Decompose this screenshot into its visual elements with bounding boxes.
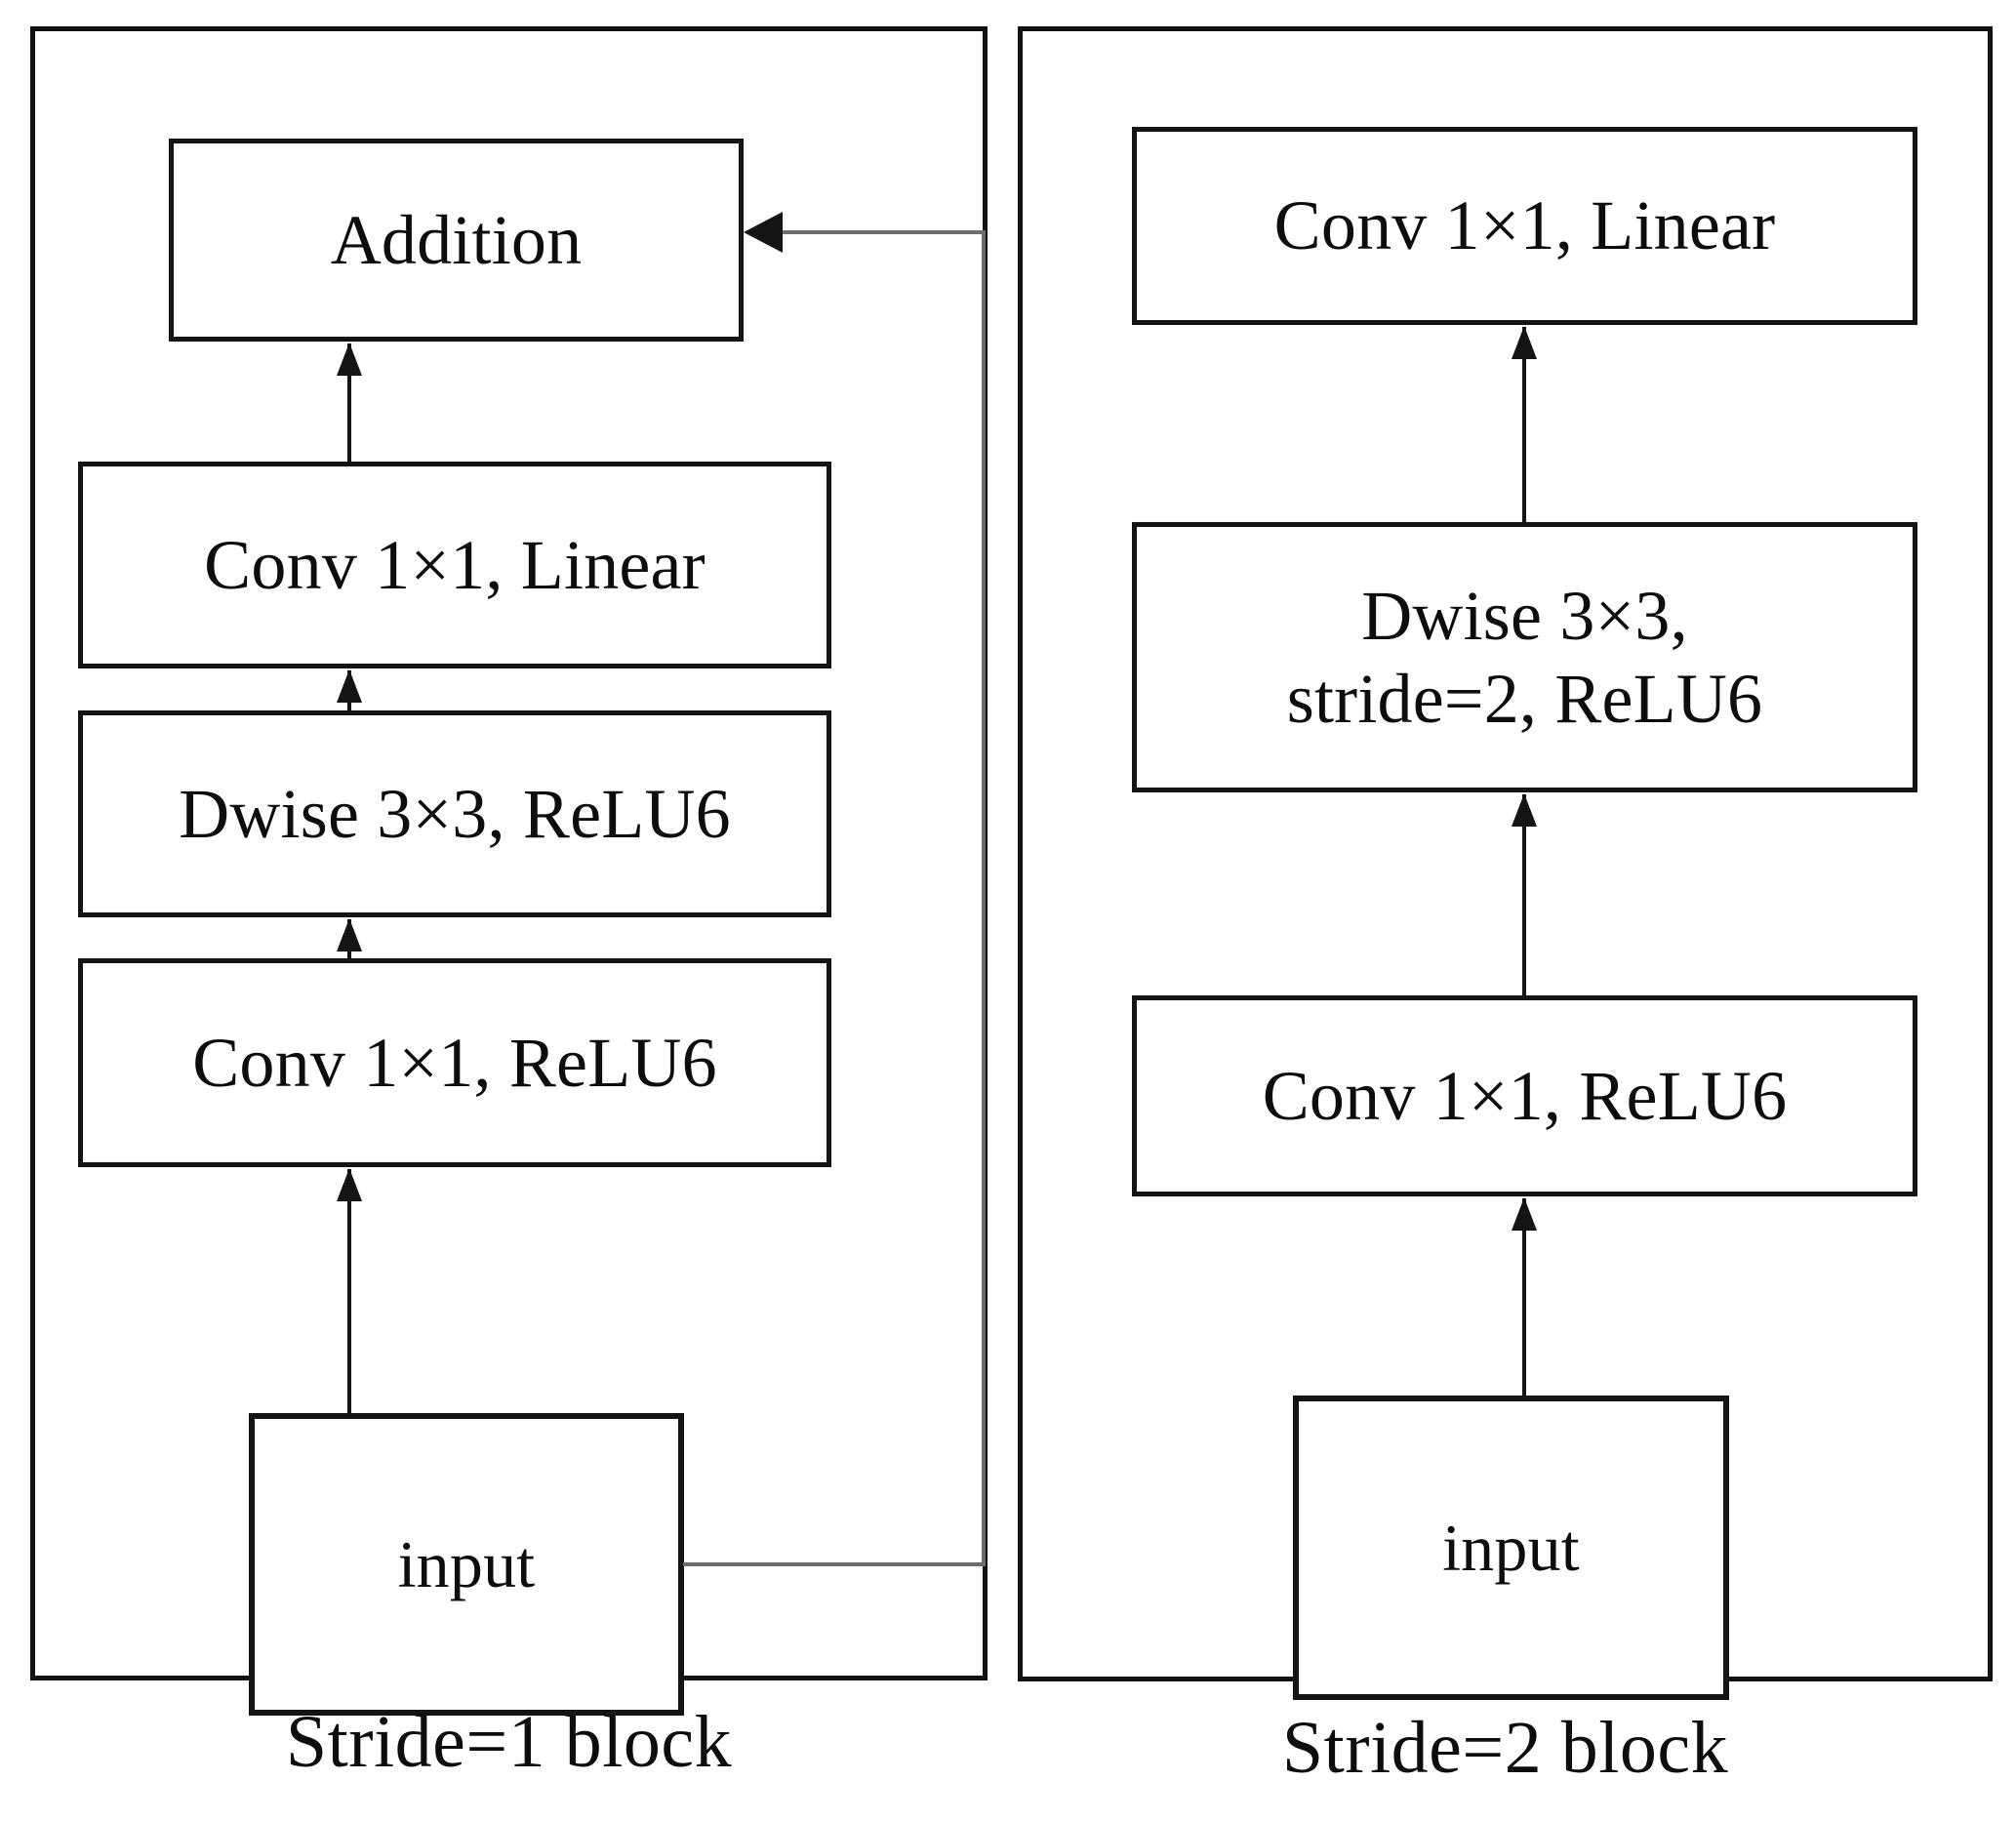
node-stride2-conv-linear: Conv 1×1, Linear: [1132, 127, 1917, 325]
node-stride1-conv-relu: Conv 1×1, ReLU6: [78, 958, 831, 1167]
node-stride2-input-label: input: [1442, 1510, 1580, 1585]
arrow-input-to-conv-relu: [347, 1169, 351, 1413]
arrow-conv-relu-to-dwise: [347, 919, 351, 958]
caption-stride2: Stride=2 block: [1281, 1707, 1729, 1789]
node-stride1-conv-relu-label: Conv 1×1, ReLU6: [192, 1023, 717, 1102]
node-stride2-conv-relu: Conv 1×1, ReLU6: [1132, 995, 1917, 1196]
node-stride2-conv-relu-label: Conv 1×1, ReLU6: [1262, 1056, 1788, 1135]
node-stride1-conv-linear: Conv 1×1, Linear: [78, 462, 831, 668]
arrow-stride2-input-to-conv-relu: [1522, 1198, 1526, 1396]
node-stride2-input: input: [1293, 1396, 1729, 1700]
skip-connection-arrowhead-icon: [744, 212, 783, 253]
arrow-stride2-conv-relu-to-dwise: [1522, 794, 1526, 995]
caption-stride1: Stride=1 block: [285, 1701, 733, 1783]
arrow-conv-linear-to-addition: [347, 344, 351, 464]
node-addition: Addition: [169, 139, 744, 342]
skip-connection-segment-top: [781, 230, 986, 234]
node-stride1-input: input: [249, 1413, 684, 1716]
arrow-dwise-to-conv-linear: [347, 670, 351, 710]
node-stride2-conv-linear-label: Conv 1×1, Linear: [1273, 186, 1776, 265]
node-addition-label: Addition: [330, 200, 583, 279]
node-stride1-input-label: input: [397, 1526, 536, 1601]
node-stride1-dwise: Dwise 3×3, ReLU6: [78, 710, 831, 917]
node-stride2-dwise-label: Dwise 3×3, stride=2, ReLU6: [1286, 576, 1763, 738]
node-stride2-dwise: Dwise 3×3, stride=2, ReLU6: [1132, 522, 1917, 792]
node-stride1-dwise-label: Dwise 3×3, ReLU6: [179, 774, 731, 853]
node-stride1-conv-linear-label: Conv 1×1, Linear: [204, 525, 706, 604]
skip-connection-segment-right: [982, 230, 986, 1566]
arrow-stride2-dwise-to-conv-linear: [1522, 327, 1526, 522]
skip-connection-segment-bottom: [683, 1562, 986, 1566]
